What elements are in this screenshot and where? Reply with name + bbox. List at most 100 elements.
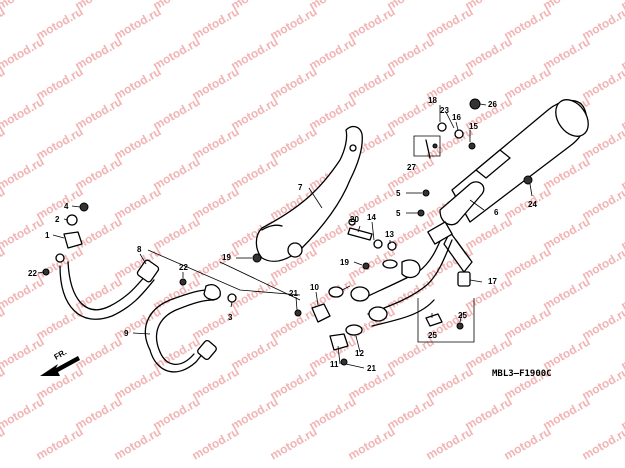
- watermark-text: motod.ru: [229, 334, 281, 372]
- watermark-text: motod.ru: [502, 4, 554, 42]
- watermark-text: motod.ru: [73, 154, 125, 192]
- watermark-text: motod.ru: [385, 154, 437, 192]
- callout-25a: 25: [428, 331, 437, 340]
- watermark-text: motod.ru: [541, 214, 593, 252]
- callout-7: 7: [298, 183, 303, 192]
- collector-pipes: [350, 221, 453, 327]
- watermark-text: motod.ru: [229, 394, 281, 432]
- watermark-text: motod.ru: [385, 334, 437, 372]
- watermark-text: motod.ru: [0, 274, 47, 312]
- watermark-text: motod.ru: [34, 424, 86, 462]
- watermark-text: motod.ru: [151, 154, 203, 192]
- watermark-text: motod.ru: [268, 124, 320, 162]
- watermark-text: motod.ru: [112, 4, 164, 42]
- watermark-text: motod.ru: [307, 394, 359, 432]
- watermark-text: motod.ru: [190, 64, 242, 102]
- watermark-text: motod.ru: [0, 4, 8, 42]
- callout-17: 17: [488, 277, 497, 286]
- watermark-text: motod.ru: [0, 304, 8, 342]
- watermark-text: motod.ru: [0, 334, 47, 372]
- flange-left: [42, 202, 89, 276]
- watermark-text: motod.ru: [463, 394, 515, 432]
- callout-21b: 21: [367, 364, 376, 373]
- callout-3: 3: [228, 313, 233, 322]
- callout-20: 20: [350, 215, 359, 224]
- watermark-text: motod.ru: [229, 94, 281, 132]
- callout-23: 23: [440, 106, 449, 115]
- watermark-text: motod.ru: [541, 34, 593, 72]
- watermark-text: motod.ru: [385, 34, 437, 72]
- callout-10: 10: [310, 283, 319, 292]
- watermark-text: motod.ru: [34, 124, 86, 162]
- callout-19b: 19: [340, 258, 349, 267]
- callout-15: 15: [469, 122, 478, 131]
- watermark-text: motod.ru: [229, 154, 281, 192]
- watermark-text: motod.ru: [112, 364, 164, 402]
- watermark-text: motod.ru: [190, 304, 242, 342]
- callout-24: 24: [528, 200, 537, 209]
- watermark-text: motod.ru: [424, 424, 476, 462]
- watermark-text: motod.ru: [385, 274, 437, 312]
- watermark-text: motod.ru: [34, 304, 86, 342]
- watermark-text: motod.ru: [268, 4, 320, 42]
- watermark-text: motod.ru: [0, 184, 8, 222]
- callout-27: 27: [407, 163, 416, 172]
- watermark-text: motod.ru: [0, 0, 47, 13]
- watermark-text: motod.ru: [541, 334, 593, 372]
- watermark-text: motod.ru: [385, 394, 437, 432]
- front-label: FR.: [53, 347, 69, 361]
- watermark-text: motod.ru: [34, 184, 86, 222]
- callout-26: 26: [488, 100, 497, 109]
- watermark-text: motod.ru: [151, 214, 203, 252]
- watermark-text: motod.ru: [268, 364, 320, 402]
- callout-8: 8: [137, 245, 142, 254]
- figure-code: MBL3—F1900C: [492, 369, 552, 379]
- watermark-text: motod.ru: [151, 334, 203, 372]
- callout-19a: 19: [222, 253, 231, 262]
- watermark-text: motod.ru: [190, 244, 242, 282]
- muffler: [439, 99, 589, 273]
- watermark-text: motod.ru: [112, 424, 164, 462]
- watermark-text: motod.ru: [0, 424, 8, 462]
- callout-18: 18: [428, 96, 437, 105]
- watermark-text: motod.ru: [112, 304, 164, 342]
- watermark-text: motod.ru: [424, 364, 476, 402]
- watermark-text: motod.ru: [229, 34, 281, 72]
- callout-21a: 21: [289, 289, 298, 298]
- watermark-text: motod.ru: [112, 124, 164, 162]
- exhaust-pipe-9: [144, 284, 221, 373]
- watermark-text: motod.ru: [541, 274, 593, 312]
- watermark-text: motod.ru: [151, 394, 203, 432]
- callout-5a: 5: [396, 189, 401, 198]
- watermark-text: motod.ru: [112, 184, 164, 222]
- watermark-text: motod.ru: [190, 364, 242, 402]
- callout-11: 11: [330, 360, 339, 369]
- watermark-text: motod.ru: [190, 424, 242, 462]
- watermark-text: motod.ru: [73, 274, 125, 312]
- callout-2: 2: [55, 215, 60, 224]
- watermark-text: motod.ru: [463, 34, 515, 72]
- watermark-text: motod.ru: [424, 4, 476, 42]
- watermark-text: motod.ru: [73, 214, 125, 252]
- watermark-text: motod.ru: [502, 304, 554, 342]
- watermark-text: motod.ru: [346, 4, 398, 42]
- watermark-text: motod.ru: [0, 124, 8, 162]
- watermark-text: motod.ru: [0, 94, 47, 132]
- watermark-text: motod.ru: [424, 124, 476, 162]
- watermark-text: motod.ru: [541, 394, 593, 432]
- watermark-text: motod.ru: [580, 424, 625, 462]
- callout-12a: 12: [355, 349, 364, 358]
- watermark-text: motod.ru: [0, 64, 8, 102]
- watermark-text: motod.ru: [268, 304, 320, 342]
- watermark-text: motod.ru: [502, 64, 554, 102]
- callout-22b: 22: [179, 263, 188, 272]
- watermark-text: motod.ru: [0, 154, 47, 192]
- callout-5b: 5: [396, 209, 401, 218]
- callout-25b: 25: [458, 311, 467, 320]
- callout-13: 13: [385, 230, 394, 239]
- watermark-text: motod.ru: [346, 64, 398, 102]
- callout-9: 9: [124, 329, 129, 338]
- watermark-text: motod.ru: [34, 64, 86, 102]
